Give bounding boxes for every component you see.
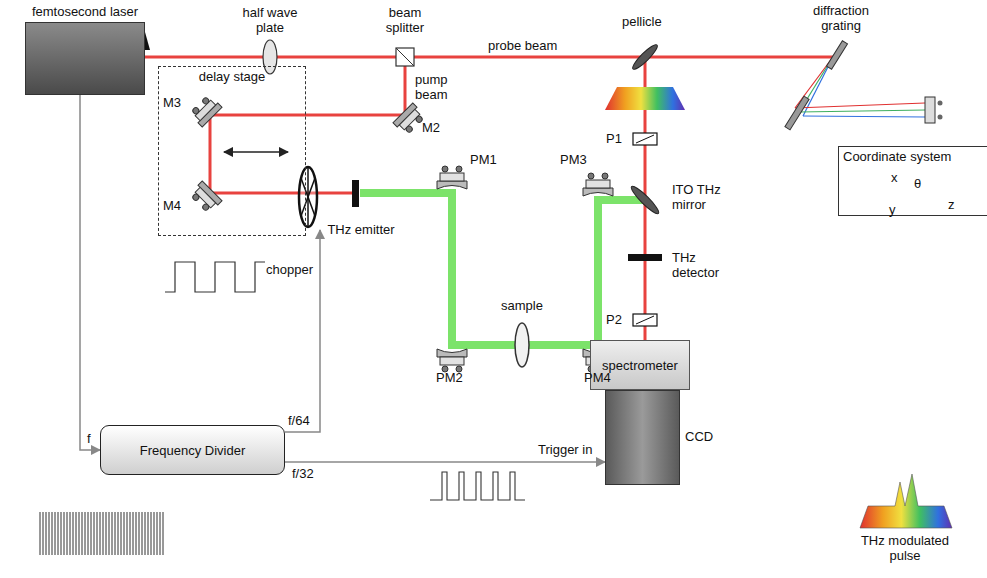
thz-beam xyxy=(360,193,645,345)
chopper-signal-line xyxy=(285,230,320,432)
signal-name: f xyxy=(87,431,91,446)
laser-housing xyxy=(25,22,145,95)
trigger-pulse-train xyxy=(430,472,525,500)
part-name: chopper xyxy=(266,262,313,277)
sample-holder xyxy=(515,323,529,367)
axis-name: y xyxy=(889,202,896,217)
parabolic-mirror xyxy=(437,349,467,372)
ccd-box: CCD xyxy=(605,390,680,485)
part-name: diffraction grating xyxy=(795,3,887,33)
mirror xyxy=(189,181,222,214)
pulse-stroke xyxy=(430,472,525,500)
part-name: sample xyxy=(497,298,547,313)
polarizer-name: P2 xyxy=(606,312,622,327)
beam-splitter xyxy=(396,48,414,66)
chopper-wheel xyxy=(299,167,317,227)
laser-pulse-train xyxy=(40,512,163,555)
signal-name: f/64 xyxy=(288,413,310,428)
mirror xyxy=(393,103,426,136)
coordinate-box: Coordinate system xyxy=(838,146,987,216)
part-name: THz emitter xyxy=(326,222,396,237)
node-label: Frequency Divider xyxy=(134,443,252,458)
laser-box: femtosecond laser xyxy=(25,2,145,95)
beam-name: pump beam xyxy=(415,72,465,102)
probe-beam-line xyxy=(137,56,834,59)
thz-detector xyxy=(628,254,662,261)
parabolic-mirror xyxy=(437,166,467,189)
polarizer xyxy=(633,133,657,145)
grating-pair xyxy=(785,41,943,130)
caption-note: THz modulated pulse xyxy=(852,533,958,563)
part-name: beam splitter xyxy=(372,5,438,35)
chirped-spectrum xyxy=(605,87,685,110)
node-label: Coordinate system xyxy=(839,147,987,166)
mirror-name: PM3 xyxy=(560,152,587,167)
beam-name: probe beam xyxy=(488,38,557,53)
mirror-name: M3 xyxy=(163,95,181,110)
parabolic-mirror xyxy=(583,173,613,196)
pulse-stroke xyxy=(40,512,163,555)
translation-arrow xyxy=(224,151,288,153)
mirror xyxy=(189,94,222,127)
pellicle xyxy=(630,42,660,72)
polarizer xyxy=(633,314,657,326)
signal-connector xyxy=(285,461,605,463)
half-wave-plate xyxy=(263,40,277,74)
part-name: THz detector xyxy=(672,250,734,280)
mirror-name: PM1 xyxy=(470,152,497,167)
node-label: femtosecond laser xyxy=(25,2,145,19)
thz-emitter xyxy=(352,180,359,207)
signal-name: Trigger in xyxy=(538,442,592,457)
mirror-name: PM4 xyxy=(584,370,611,385)
signal-connector xyxy=(80,95,100,450)
part-name: pellicle xyxy=(622,14,662,29)
angle-name: θ xyxy=(914,176,921,191)
signal-name: f/32 xyxy=(292,466,314,481)
axis-name: z xyxy=(948,197,955,212)
mirror-name: PM2 xyxy=(436,370,463,385)
axis-name: x xyxy=(891,170,898,185)
divider-box: Frequency Divider xyxy=(100,425,285,475)
polarizer-name: P1 xyxy=(606,131,622,146)
mirror-name: M4 xyxy=(163,198,181,213)
node-label: CCD xyxy=(685,429,713,444)
mirror-name: M2 xyxy=(422,120,440,135)
part-name: ITO THz mirror xyxy=(672,182,736,212)
node-label: delay stage xyxy=(159,67,305,84)
modulated-spectrum xyxy=(860,474,952,528)
ito-mirror xyxy=(629,184,662,217)
square-wave xyxy=(165,262,265,292)
part-name: half wave plate xyxy=(232,5,308,35)
